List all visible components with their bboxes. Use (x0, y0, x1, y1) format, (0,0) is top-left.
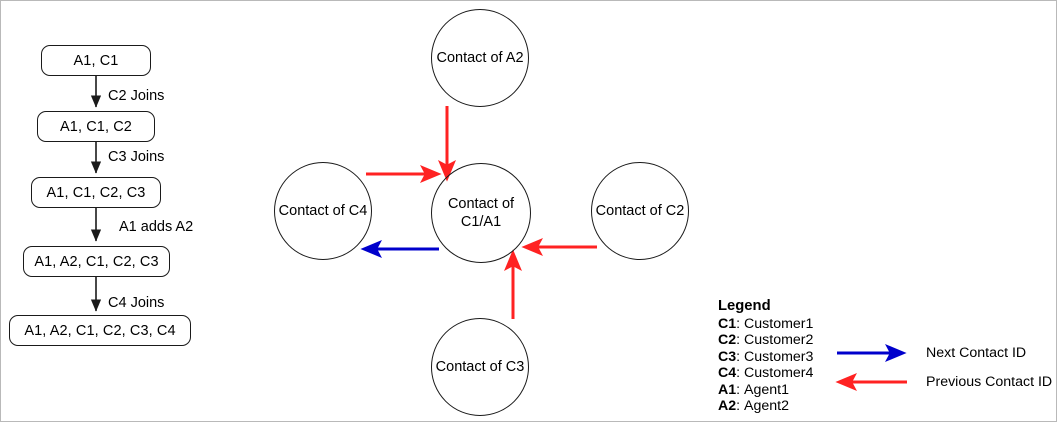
legend-entry-c3: C3: Customer3 (718, 349, 813, 366)
legend-colon-a2: : (736, 398, 745, 415)
state-box-2-label: A1, C1, C2 (60, 118, 132, 135)
legend-entry-c2-key: C2 (718, 332, 737, 349)
node-contact-of-c4-label: Contact of C4 (278, 202, 368, 219)
legend-entry-c1: C1: Customer1 (718, 316, 813, 333)
legend-entry-c2: C2: Customer2 (718, 332, 813, 349)
node-contact-of-c3[interactable]: Contact of C3 (431, 318, 529, 416)
legend-label-previous-contact-id: Previous Contact ID (926, 374, 1053, 390)
legend-entry-c3-key: C3 (718, 348, 737, 365)
legend-entry-a2-value: Agent2 (744, 398, 789, 415)
state-box-3-label: A1, C1, C2, C3 (46, 184, 146, 201)
legend-entry-a1: A1: Agent1 (718, 382, 813, 399)
legend-entry-c4-value: Customer4 (744, 365, 814, 382)
legend-colon-c2: : (736, 332, 745, 349)
legend-colon-c4: : (736, 365, 745, 382)
state-box-1-label: A1, C1 (73, 52, 119, 69)
state-box-1[interactable]: A1, C1 (41, 45, 151, 76)
legend-entry-c1-value: Customer1 (744, 315, 814, 332)
node-contact-of-c1-a1[interactable]: Contact of C1/A1 (431, 163, 531, 263)
legend-title: Legend (718, 298, 771, 314)
legend-colon-c1: : (736, 315, 745, 332)
node-contact-of-c1-a1-label-line2: C1/A1 (460, 214, 502, 230)
legend-entry-c2-value: Customer2 (744, 332, 814, 349)
legend: Legend C1: Customer1 C2: Customer2 C3: C… (718, 299, 813, 415)
node-contact-of-a2-label: Contact of A2 (436, 49, 524, 66)
legend-entry-a2-key: A2 (718, 398, 737, 415)
legend-entry-c3-value: Customer3 (744, 348, 814, 365)
state-box-4[interactable]: A1, A2, C1, C2, C3 (23, 246, 170, 277)
legend-entry-c1-key: C1 (718, 315, 737, 332)
transition-label-3: A1 adds A2 (119, 219, 194, 235)
node-contact-of-c3-label: Contact of C3 (435, 358, 525, 375)
node-contact-of-c1-a1-label-line1: Contact of (447, 195, 515, 212)
legend-label-next-contact-id: Next Contact ID (926, 345, 1027, 361)
node-contact-of-c2-label: Contact of C2 (595, 202, 685, 219)
transition-label-2: C3 Joins (108, 149, 165, 165)
state-box-4-label: A1, A2, C1, C2, C3 (34, 253, 159, 270)
legend-entry-a2: A2: Agent2 (718, 398, 813, 415)
legend-entry-c4-key: C4 (718, 365, 737, 382)
legend-colon-c3: : (736, 348, 745, 365)
node-contact-of-c4[interactable]: Contact of C4 (274, 162, 372, 260)
legend-colon-a1: : (736, 381, 745, 398)
node-contact-of-a2[interactable]: Contact of A2 (431, 9, 529, 107)
legend-entry-a1-key: A1 (718, 381, 737, 398)
transition-label-4: C4 Joins (108, 295, 165, 311)
transition-label-1: C2 Joins (108, 88, 165, 104)
legend-entry-a1-value: Agent1 (744, 381, 789, 398)
state-box-2[interactable]: A1, C1, C2 (37, 111, 155, 142)
node-contact-of-c2[interactable]: Contact of C2 (591, 162, 689, 260)
legend-entry-c4: C4: Customer4 (718, 365, 813, 382)
state-box-5-label: A1, A2, C1, C2, C3, C4 (24, 322, 176, 339)
state-box-3[interactable]: A1, C1, C2, C3 (31, 177, 161, 208)
state-box-5[interactable]: A1, A2, C1, C2, C3, C4 (9, 315, 191, 346)
